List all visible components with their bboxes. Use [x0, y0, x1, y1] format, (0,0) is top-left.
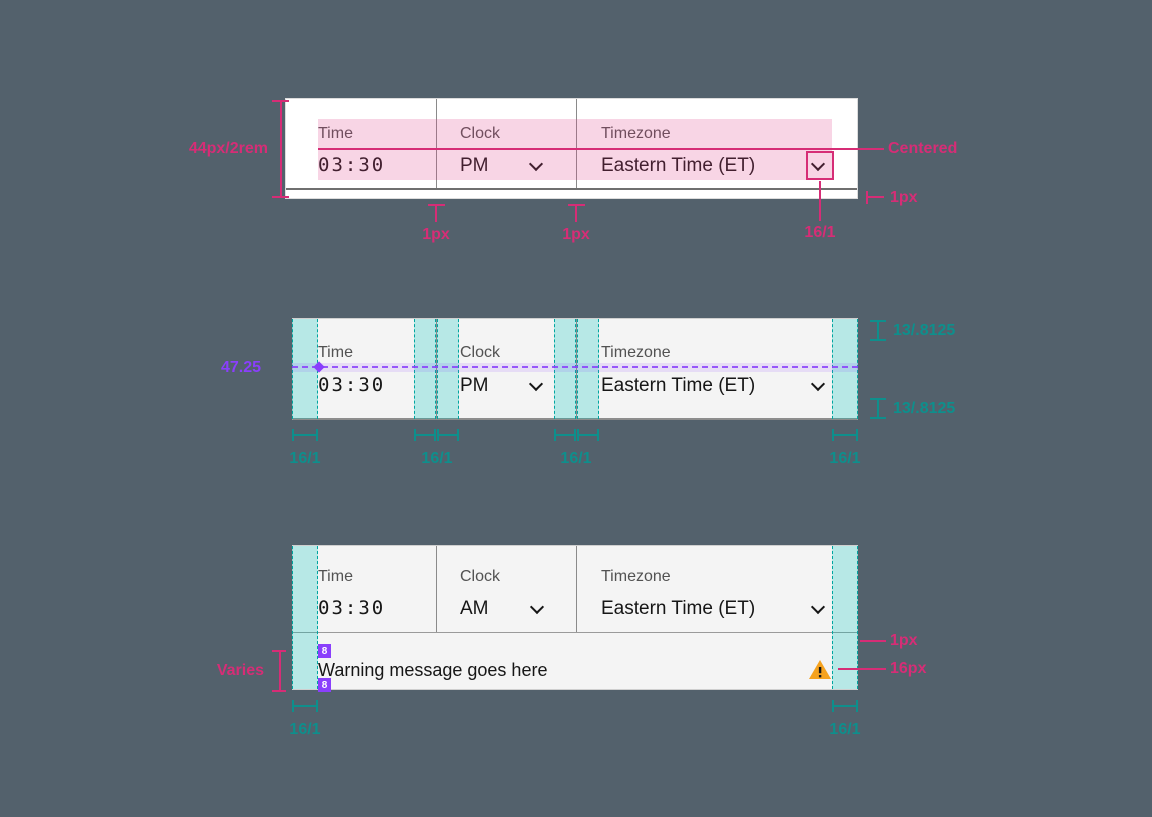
chevron-spacing-stem: [819, 181, 821, 221]
icon-size-annotation: 16px: [890, 660, 927, 677]
field-divider: [576, 99, 577, 188]
border-annotation: 1px: [890, 632, 918, 649]
spacing-annotation: 16/1: [829, 450, 861, 467]
spacing-bracket-cap: [856, 700, 858, 712]
lineheight-cap: [870, 339, 886, 341]
spacing-bracket-bar: [292, 434, 318, 436]
height-annotation: 44px/2rem: [188, 140, 268, 157]
spacing-bracket-cap: [316, 700, 318, 712]
spacing-bracket-bar: [832, 434, 858, 436]
clock-select[interactable]: AM: [460, 598, 489, 619]
height-bracket-stem: [280, 100, 282, 198]
field-divider: [576, 546, 577, 632]
spacing-annotation: 16/1: [829, 721, 861, 738]
baseline-annotation: 47.25: [220, 359, 261, 376]
time-label: Time: [318, 125, 353, 142]
spacing-bracket-bar: [437, 434, 459, 436]
timezone-label: Timezone: [601, 344, 671, 361]
baseline-dashed-line: [292, 366, 858, 368]
lineheight-stem: [877, 398, 879, 419]
spacing-annotation: 16/1: [289, 721, 321, 738]
spacing-annotation: 16/1: [560, 450, 592, 467]
spacing-strip: [832, 546, 858, 689]
spacing-bracket-cap: [457, 429, 459, 441]
clock-label: Clock: [460, 125, 501, 142]
height-bracket-cap: [272, 196, 289, 198]
spacing-bracket-bar: [292, 705, 318, 707]
spacing-bracket-cap: [856, 429, 858, 441]
icon-pointer-line: [838, 668, 886, 670]
border-bracket-line: [866, 196, 884, 198]
chevron-spacing-box: [806, 151, 834, 180]
timepicker-card-warning: [292, 545, 858, 690]
spacing-strip: [292, 546, 318, 689]
field-divider: [576, 319, 577, 419]
spacing-bracket-cap: [316, 429, 318, 441]
varies-bracket-stem: [279, 650, 281, 692]
varies-bracket-cap: [272, 650, 286, 652]
spacing-bracket-cap: [597, 429, 599, 441]
timezone-select[interactable]: Eastern Time (ET): [601, 375, 756, 396]
spacing-bracket-bar: [832, 705, 858, 707]
field-divider: [436, 319, 437, 419]
spacing-bracket-cap: [434, 429, 436, 441]
border-annotation: 1px: [890, 189, 918, 206]
clock-label: Clock: [460, 568, 501, 585]
clock-select[interactable]: PM: [460, 155, 489, 176]
input-bottom-border: [286, 188, 857, 190]
spacing-strip: [437, 319, 459, 419]
spacing-strip: [554, 319, 576, 419]
spacing-annotation: 16/1: [421, 450, 453, 467]
time-input[interactable]: 03:30: [318, 154, 386, 176]
divider-tick-stem: [575, 204, 577, 222]
spacing-bracket-bar: [554, 434, 576, 436]
lineheight-annotation: 13/.8125: [893, 322, 956, 339]
timezone-select[interactable]: Eastern Time (ET): [601, 155, 756, 176]
spacing-strip: [832, 319, 858, 419]
time-label: Time: [318, 568, 353, 585]
spacing-strip: [577, 319, 599, 419]
time-input[interactable]: 03:30: [318, 374, 386, 396]
timezone-label: Timezone: [601, 568, 671, 585]
lineheight-cap: [870, 417, 886, 419]
spacing-badge-8: 8: [318, 644, 331, 658]
spacing-bracket-cap: [574, 429, 576, 441]
divider-annotation: 1px: [562, 226, 590, 243]
centered-annotation: Centered: [888, 140, 958, 157]
chevron-spacing-annotation: 16/1: [804, 224, 836, 241]
timezone-select[interactable]: Eastern Time (ET): [601, 598, 756, 619]
border-pointer-line: [860, 640, 886, 642]
spacing-bracket-bar: [414, 434, 436, 436]
time-input[interactable]: 03:30: [318, 597, 386, 619]
clock-label: Clock: [460, 344, 501, 361]
varies-annotation: Varies: [216, 662, 264, 679]
spacing-bracket-bar: [577, 434, 599, 436]
spacing-badge-8: 8: [318, 678, 331, 692]
centered-line: [318, 148, 884, 150]
field-divider: [436, 99, 437, 188]
varies-bracket-cap: [272, 690, 286, 692]
time-label: Time: [318, 344, 353, 361]
field-divider: [436, 546, 437, 632]
timezone-label: Timezone: [601, 125, 671, 142]
lineheight-stem: [877, 320, 879, 341]
clock-select[interactable]: PM: [460, 375, 489, 396]
warning-message: Warning message goes here: [318, 660, 548, 680]
warning-separator-border: [293, 632, 857, 633]
spacing-annotation: 16/1: [289, 450, 321, 467]
divider-tick-stem: [435, 204, 437, 222]
warning-icon: [808, 659, 832, 685]
divider-annotation: 1px: [422, 226, 450, 243]
height-bracket-cap: [272, 100, 289, 102]
spacing-strip: [414, 319, 436, 419]
lineheight-annotation: 13/.8125: [893, 400, 956, 417]
